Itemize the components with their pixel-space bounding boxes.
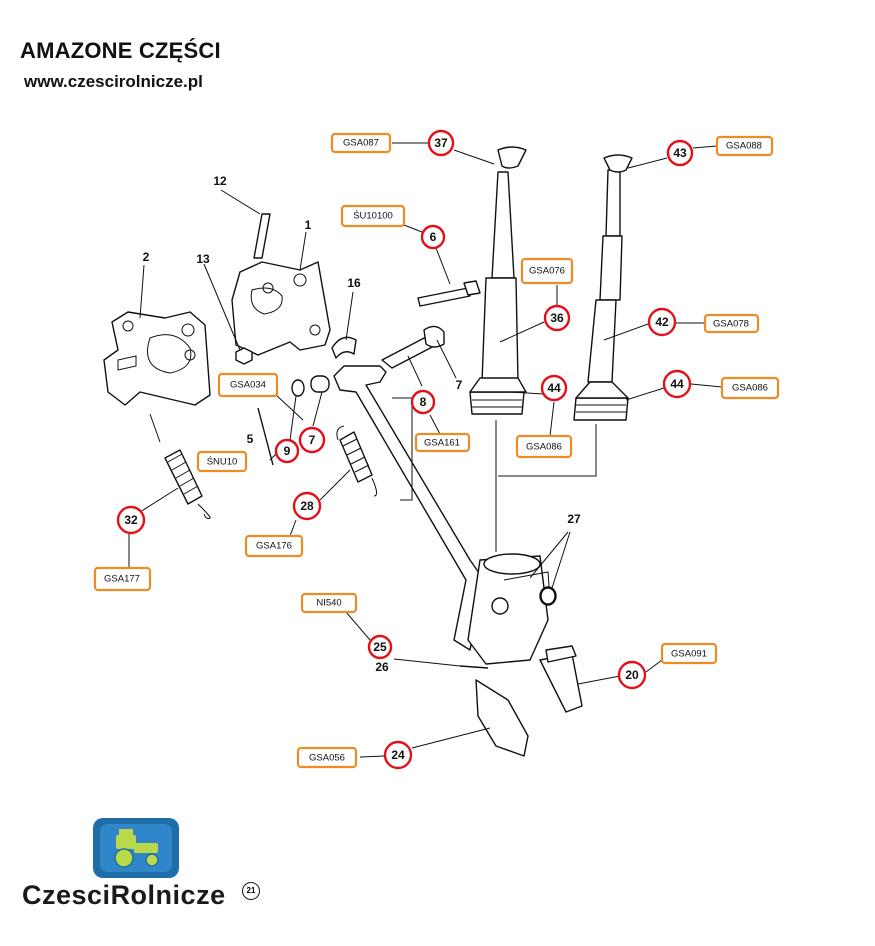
code-tag-GSA034[interactable]: GSA034	[217, 372, 279, 398]
label-2: 2	[143, 250, 150, 264]
svg-text:GSA056: GSA056	[309, 753, 345, 764]
brand-url[interactable]: www.czescirolnicze.pl	[24, 72, 203, 91]
callout-36[interactable]: 36	[543, 304, 571, 332]
svg-text:44: 44	[670, 377, 684, 391]
logo-part1: Czesci	[22, 880, 111, 910]
callout-44-right[interactable]: 44	[662, 369, 692, 399]
svg-text:GSA076: GSA076	[529, 266, 565, 277]
code-tag-GSA088[interactable]: GSA088	[715, 135, 774, 157]
svg-text:8: 8	[420, 395, 427, 409]
svg-text:25: 25	[373, 640, 387, 654]
svg-text:36: 36	[550, 311, 564, 325]
svg-text:20: 20	[625, 668, 639, 682]
callout-44-left[interactable]: 44	[540, 374, 568, 402]
svg-text:GSA176: GSA176	[256, 541, 292, 552]
leader-lines	[128, 142, 723, 758]
part-drawing	[103, 146, 633, 757]
callout-20[interactable]: 20	[617, 660, 647, 690]
svg-text:9: 9	[284, 444, 291, 458]
code-tag-GSA078[interactable]: GSA078	[703, 313, 760, 334]
code-tag-GSA056[interactable]: GSA056	[296, 746, 358, 769]
callout-43[interactable]: 43	[666, 139, 694, 167]
code-tag-SNU10[interactable]: ŚNU10	[196, 450, 248, 473]
code-tag-GSA161[interactable]: GSA161	[414, 432, 471, 453]
code-tag-GSA176[interactable]: GSA176	[244, 534, 304, 558]
callout-9[interactable]: 9	[274, 438, 300, 464]
svg-text:GSA086: GSA086	[732, 383, 768, 394]
label-7: 7	[456, 378, 463, 392]
svg-text:GSA086: GSA086	[526, 442, 562, 453]
part-code-tags: GSA087 GSA088 ŚU10100 GSA076 GSA078 GSA0…	[93, 132, 780, 769]
svg-text:ŚNU10: ŚNU10	[207, 456, 238, 468]
plain-labels: 12 1 2 13 16 7 5 27 26	[143, 174, 581, 674]
callout-24[interactable]: 24	[383, 740, 413, 770]
label-5: 5	[247, 432, 254, 446]
callout-42[interactable]: 42	[647, 307, 677, 337]
svg-text:28: 28	[300, 499, 314, 513]
svg-text:GSA088: GSA088	[726, 141, 762, 152]
code-tag-GSA076[interactable]: GSA076	[520, 257, 574, 285]
svg-text:GSA161: GSA161	[424, 438, 460, 449]
code-tag-NI540[interactable]: NI540	[300, 592, 358, 614]
label-13: 13	[196, 252, 210, 266]
brand-title: AMAZONE CZĘŚCI	[20, 38, 221, 63]
svg-text:32: 32	[124, 513, 138, 527]
svg-text:GSA034: GSA034	[230, 380, 266, 391]
code-tag-SU10100[interactable]: ŚU10100	[340, 204, 406, 228]
callout-25[interactable]: 25	[367, 634, 393, 660]
callout-32[interactable]: 32	[116, 505, 146, 535]
label-26: 26	[375, 660, 389, 674]
svg-text:GSA091: GSA091	[671, 649, 707, 660]
label-1: 1	[305, 218, 312, 232]
svg-text:GSA087: GSA087	[343, 138, 379, 149]
code-tag-GSA177[interactable]: GSA177	[93, 566, 152, 592]
code-tag-GSA091[interactable]: GSA091	[660, 642, 718, 665]
code-tag-GSA086-right[interactable]: GSA086	[720, 376, 780, 400]
svg-text:ŚU10100: ŚU10100	[353, 210, 393, 222]
callout-28[interactable]: 28	[292, 491, 322, 521]
code-tag-GSA086-left[interactable]: GSA086	[515, 434, 573, 459]
svg-text:6: 6	[430, 230, 437, 244]
logo-wordmark: CzesciRolnicze	[22, 880, 226, 911]
svg-text:GSA078: GSA078	[713, 319, 749, 330]
logo-part2: Rolnicze	[110, 880, 226, 910]
svg-text:43: 43	[673, 146, 687, 160]
callout-8[interactable]: 8	[410, 389, 436, 415]
svg-text:37: 37	[434, 136, 448, 150]
label-12: 12	[213, 174, 227, 188]
callout-7[interactable]: 7	[298, 426, 326, 454]
callout-6[interactable]: 6	[420, 224, 446, 250]
code-tag-GSA087[interactable]: GSA087	[330, 132, 392, 154]
callout-37[interactable]: 37	[427, 129, 455, 157]
czescirolnicze-logo-icon	[93, 818, 179, 878]
svg-text:42: 42	[655, 315, 669, 329]
tractor-icon	[114, 829, 159, 868]
svg-text:NI540: NI540	[316, 598, 341, 609]
svg-text:GSA177: GSA177	[104, 574, 140, 585]
svg-text:44: 44	[547, 381, 561, 395]
logo-badge: 21	[242, 882, 260, 900]
svg-text:24: 24	[391, 748, 405, 762]
svg-text:7: 7	[309, 433, 316, 447]
label-16: 16	[347, 276, 361, 290]
callouts: 37 43 6 36 42 44 44 8 9 7 28 32 25 20 24	[116, 129, 694, 770]
label-27: 27	[567, 512, 581, 526]
